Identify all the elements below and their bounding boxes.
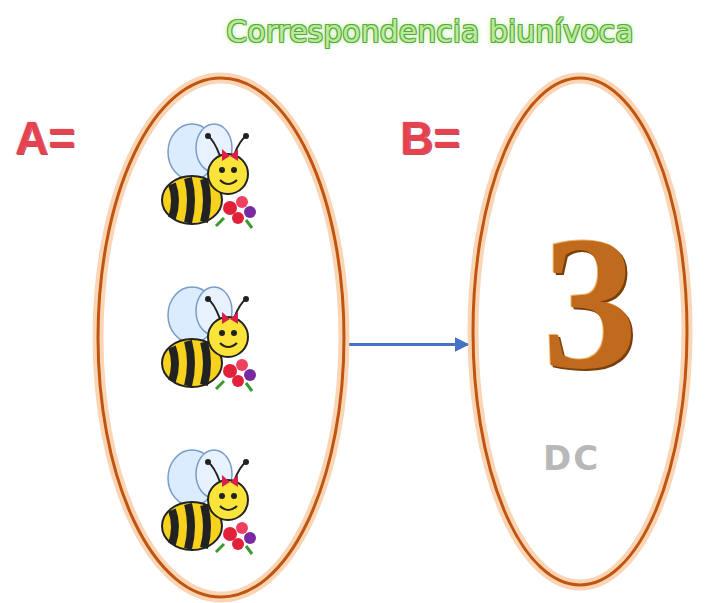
ellipse-outline <box>95 75 347 600</box>
set-name: A= <box>15 115 75 161</box>
set-ellipse: A= <box>95 75 347 600</box>
diagram-title: Correspondencia biunívoca <box>226 14 633 49</box>
arrow-connector <box>349 343 468 346</box>
set-ellipse: B=3 <box>470 75 690 588</box>
number-digit: 3 <box>543 208 638 398</box>
set-name: B= <box>400 115 460 161</box>
watermark: DC <box>543 438 600 478</box>
